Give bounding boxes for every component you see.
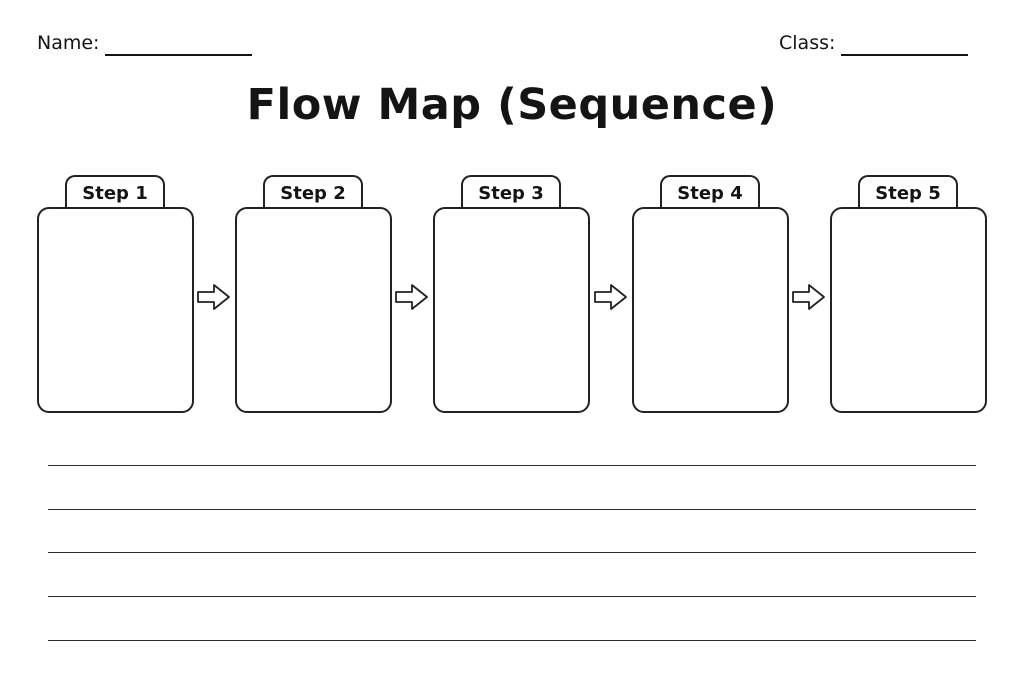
right-arrow-icon: [197, 284, 230, 310]
step-1-label: Step 1: [65, 175, 165, 208]
class-blank[interactable]: [841, 34, 969, 56]
writing-line-5[interactable]: [48, 640, 976, 641]
step-5: Step 5: [830, 175, 987, 413]
class-field: Class:: [779, 30, 969, 56]
writing-line-4[interactable]: [48, 596, 976, 597]
step-1: Step 1: [37, 175, 194, 413]
step-5-box[interactable]: [830, 207, 987, 413]
step-3-label: Step 3: [461, 175, 561, 208]
writing-line-1[interactable]: [48, 465, 976, 466]
name-blank[interactable]: [105, 34, 253, 56]
class-label: Class:: [779, 32, 836, 54]
step-4: Step 4: [632, 175, 789, 413]
step-4-box[interactable]: [632, 207, 789, 413]
writing-line-3[interactable]: [48, 552, 976, 553]
name-field: Name:: [37, 30, 253, 56]
step-2-label: Step 2: [263, 175, 363, 208]
flow-steps: Step 1 Step 2 Step 3 Step 4 Step 5: [0, 175, 1024, 415]
writing-line-2[interactable]: [48, 509, 976, 510]
right-arrow-icon: [594, 284, 627, 310]
step-2: Step 2: [235, 175, 392, 413]
step-3: Step 3: [433, 175, 590, 413]
right-arrow-icon: [395, 284, 428, 310]
step-1-box[interactable]: [37, 207, 194, 413]
step-4-label: Step 4: [660, 175, 760, 208]
step-3-box[interactable]: [433, 207, 590, 413]
step-5-label: Step 5: [858, 175, 958, 208]
name-label: Name:: [37, 32, 100, 54]
right-arrow-icon: [792, 284, 825, 310]
page-title: Flow Map (Sequence): [246, 80, 778, 130]
step-2-box[interactable]: [235, 207, 392, 413]
